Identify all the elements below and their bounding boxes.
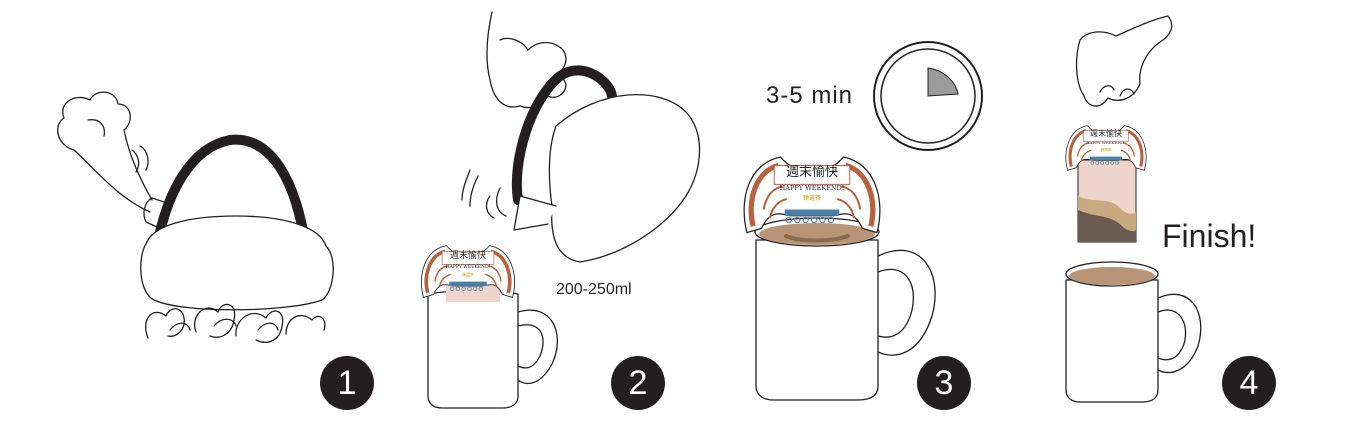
step3-timer bbox=[873, 41, 983, 151]
step4-bag bbox=[1077, 159, 1137, 243]
step-4-badge: 4 bbox=[1222, 356, 1276, 410]
step4-hand bbox=[1075, 15, 1173, 107]
step4-bag-chinese: 週末愉快 bbox=[1090, 128, 1122, 138]
step1-kettle bbox=[57, 91, 334, 343]
step2-pouring bbox=[427, 11, 701, 409]
step2-bag-english: HAPPY WEEKEND! bbox=[446, 264, 491, 270]
step-2-badge: 2 bbox=[611, 356, 665, 410]
step-1-badge: 1 bbox=[320, 356, 374, 410]
step3-bag-chinese: 週末愉快 bbox=[786, 164, 838, 180]
step3-mug bbox=[754, 217, 936, 401]
step3-bag-english: HAPPY WEEKEND! bbox=[780, 184, 845, 192]
step4-bag-brand: 臻選茶 bbox=[1101, 147, 1112, 152]
step4-bag-english: HAPPY WEEKEND! bbox=[1086, 140, 1126, 145]
step4-mug bbox=[1065, 261, 1202, 403]
step-3-badge: 3 bbox=[917, 356, 971, 410]
water-volume-label: 200-250ml bbox=[556, 281, 632, 298]
step2-bag-brand: 臻選茶 bbox=[462, 271, 474, 277]
steep-time-label: 3-5 min bbox=[766, 82, 854, 109]
step3-bag-brand: 臻選茶 bbox=[803, 194, 821, 202]
finish-label: Finish! bbox=[1162, 218, 1257, 254]
step2-bag-chinese: 週末愉快 bbox=[450, 249, 486, 261]
